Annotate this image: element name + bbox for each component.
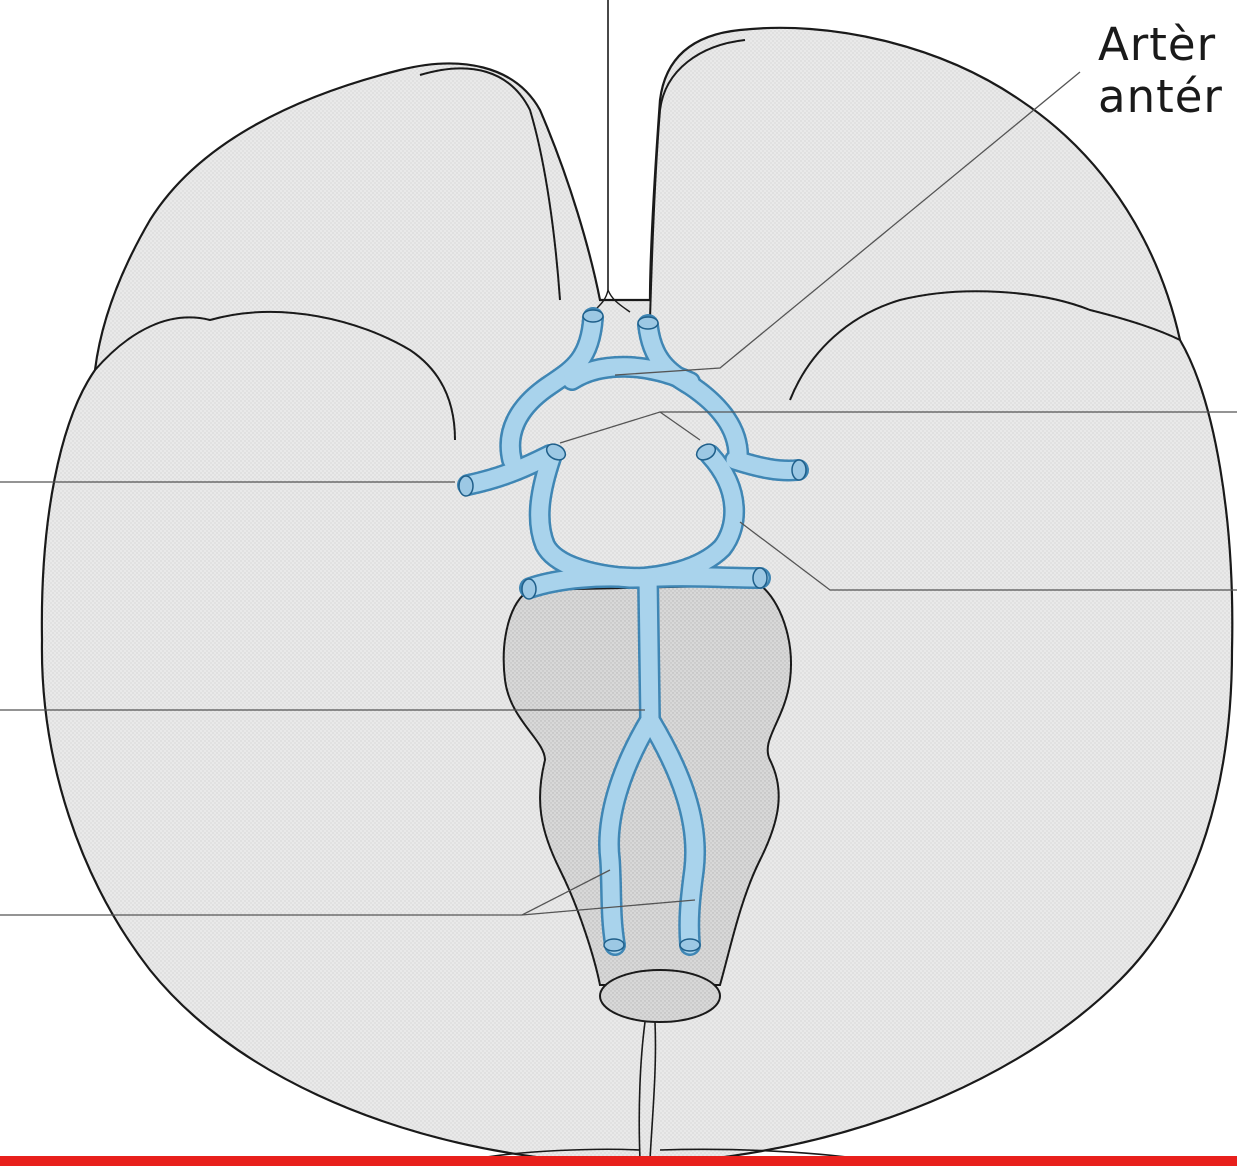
artery-label-line1: Artèr bbox=[1098, 20, 1216, 70]
bottom-border-bar bbox=[0, 1156, 1237, 1166]
medulla-cut bbox=[600, 970, 720, 1022]
artery-label-line2: antér bbox=[1098, 72, 1223, 122]
